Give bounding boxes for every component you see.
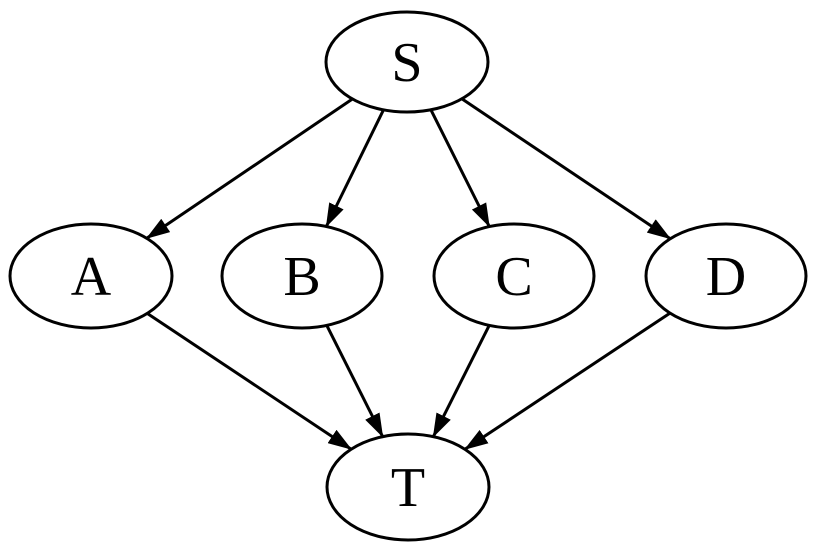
- node-ellipse-S: [324, 10, 490, 114]
- node-label-B: B: [283, 246, 320, 308]
- node-ellipse-T: [325, 432, 491, 542]
- node-ellipse-B: [220, 222, 384, 330]
- edge-B-T: [325, 324, 385, 438]
- edge-S-D: [460, 97, 672, 240]
- node-label-S: S: [391, 32, 422, 94]
- node-label-A: A: [71, 246, 112, 308]
- node-label-D: D: [706, 246, 746, 308]
- node-label-T: T: [391, 457, 425, 519]
- node-ellipse-D: [644, 222, 808, 330]
- node-C: C: [432, 222, 596, 330]
- node-B: B: [220, 222, 384, 330]
- node-T: T: [325, 432, 491, 542]
- node-D: D: [644, 222, 808, 330]
- node-ellipse-A: [8, 222, 174, 330]
- edge-S-C: [429, 109, 491, 228]
- edge-S-A: [145, 97, 354, 240]
- edge-S-B: [324, 109, 385, 228]
- node-ellipse-C: [432, 222, 596, 330]
- node-A: A: [8, 222, 174, 330]
- edge-D-T: [464, 311, 671, 451]
- node-label-C: C: [495, 246, 532, 308]
- edge-C-T: [431, 324, 491, 438]
- edge-A-T: [146, 312, 353, 451]
- node-S: S: [324, 10, 490, 114]
